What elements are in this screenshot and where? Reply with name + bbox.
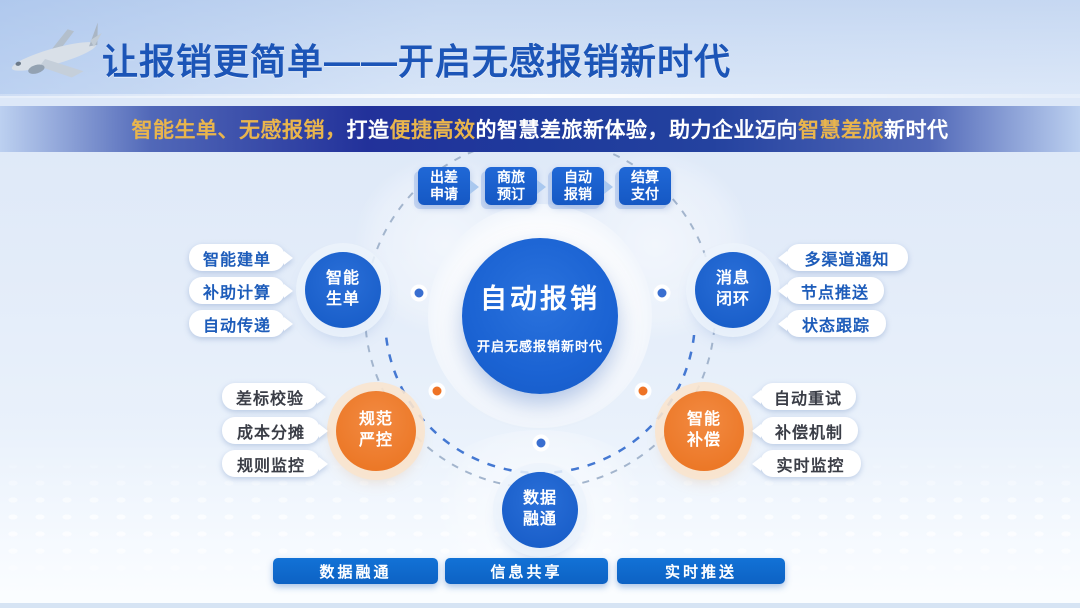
chevron-right-icon: [537, 180, 546, 194]
label-pill: 成本分摊: [222, 417, 320, 444]
node-label: 严控: [358, 432, 393, 449]
label-pill: 实时监控: [760, 450, 861, 477]
page-title: 让报销更简单——开启无感报销新时代: [102, 41, 732, 82]
label-pill: 补助计算: [189, 277, 285, 304]
node-label: 规范: [358, 411, 393, 429]
banner-text-segment: 便捷高效: [389, 119, 476, 142]
center-subtitle: 开启无感报销新时代: [476, 339, 603, 354]
flow-step-travel-booking: 商旅 预订: [485, 167, 537, 205]
button-chip-realtime-push: 实时推送: [617, 558, 785, 584]
node-message-loop: 消息 闭环: [695, 252, 771, 328]
header-background: [0, 0, 1080, 96]
flow-step-label: 报销: [564, 186, 592, 202]
node-label: 消息: [715, 270, 750, 288]
label-pill: 自动重试: [760, 383, 856, 410]
label-pill: 智能建单: [189, 244, 285, 271]
bottom-white-band: [0, 582, 1080, 603]
header-divider: [0, 94, 1080, 98]
connector-dot-blue: [532, 434, 550, 452]
node-label: 融通: [522, 511, 557, 528]
node-data-fusion: 数据 融通: [502, 472, 578, 548]
flow-step-label: 自动: [564, 169, 592, 186]
center-node-auto-reimburse: 自动报销 开启无感报销新时代: [462, 238, 618, 394]
label-pill: 补偿机制: [760, 417, 858, 444]
label-pill: 自动传递: [189, 310, 285, 337]
subtitle-banner: 智能生单、无感报销， 打造 便捷高效 的智慧差旅新体验，助力企业迈向 智慧差旅 …: [0, 106, 1080, 152]
bottom-blue-strip: [0, 603, 1080, 608]
label-pill: 节点推送: [786, 277, 884, 304]
banner-text-segment: 打造: [346, 119, 390, 142]
connector-dot-blue: [653, 284, 671, 302]
label-pill: 多渠道通知: [786, 244, 908, 271]
flow-step-label: 结算: [631, 169, 659, 186]
banner-text-segment: 智慧差旅: [798, 119, 884, 142]
connector-dot-orange: [634, 382, 652, 400]
connector-dot-orange: [428, 382, 446, 400]
node-label: 生单: [325, 291, 360, 308]
node-label: 数据: [522, 490, 557, 508]
node-smart-compensation: 智能 补偿: [664, 391, 744, 471]
label-pill: 规则监控: [222, 450, 320, 477]
flow-step-label: 出差: [430, 169, 458, 186]
button-chip-data-fusion: 数据融通: [273, 558, 438, 584]
node-label: 闭环: [715, 291, 750, 308]
node-label: 补偿: [686, 432, 721, 449]
center-title: 自动报销: [480, 284, 600, 314]
flow-step-travel-request: 出差 申请: [418, 167, 470, 205]
node-label: 智能: [686, 411, 721, 429]
chevron-right-icon: [604, 180, 613, 194]
node-label: 智能: [325, 270, 360, 288]
flow-step-label: 申请: [430, 186, 458, 202]
node-smart-order: 智能 生单: [305, 252, 381, 328]
node-strict-control: 规范 严控: [336, 391, 416, 471]
flow-step-label: 支付: [631, 186, 659, 202]
banner-text-segment: 新时代: [884, 119, 949, 142]
flow-step-auto-reimburse: 自动 报销: [552, 167, 604, 205]
label-pill: 状态跟踪: [786, 310, 886, 337]
flow-step-settlement: 结算 支付: [619, 167, 671, 205]
flow-step-label: 预订: [497, 186, 525, 202]
label-pill: 差标校验: [222, 383, 318, 410]
banner-text-segment: 智能生单、无感报销，: [131, 119, 347, 142]
button-chip-info-sharing: 信息共享: [445, 558, 608, 584]
connector-dot-blue: [410, 284, 428, 302]
flow-step-label: 商旅: [497, 169, 525, 186]
airplane-icon: [0, 14, 108, 103]
chevron-right-icon: [470, 180, 479, 194]
banner-text-segment: 的智慧差旅新体验，助力企业迈向: [475, 119, 798, 142]
